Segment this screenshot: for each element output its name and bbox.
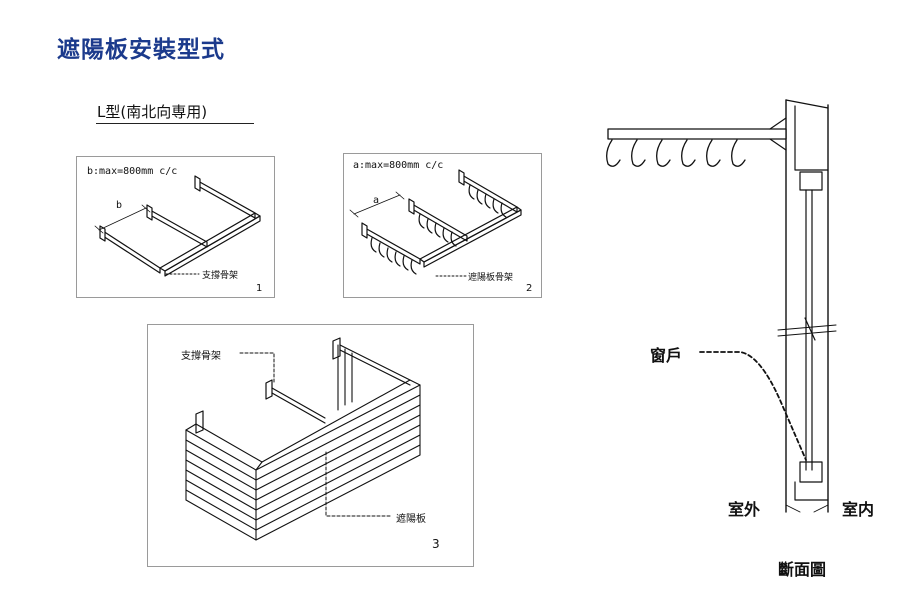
figure3-number: 3 (432, 537, 440, 551)
figure2-spec: a:max=800mm c/c (353, 160, 444, 171)
figure3-assembly (185, 337, 421, 541)
figure2-callout: 遮陽板骨架 (468, 273, 514, 283)
section-caption: 斷面圖 (778, 560, 827, 579)
subtitle-underline (96, 123, 254, 124)
figure2-dim-label: a (373, 195, 380, 206)
subtitle: L型(南北向専用) (97, 103, 208, 121)
figure2-panel (343, 153, 542, 298)
outside-label: 室外 (728, 500, 761, 519)
section-view (606, 99, 837, 513)
figure1-frame (94, 175, 261, 277)
figure1-dim-label: b (116, 200, 123, 211)
window-label: 窗戶 (650, 346, 683, 365)
figure1-spec: b:max=800mm c/c (87, 166, 178, 177)
inside-label: 室内 (842, 500, 875, 519)
figure3-callout-bottom: 遮陽板 (396, 514, 426, 525)
figure3-callout-top: 支撐骨架 (181, 351, 221, 362)
page-title: 遮陽板安裝型式 (57, 37, 225, 63)
figure2-frame (349, 169, 522, 277)
figure1-number: 1 (256, 283, 263, 294)
figure1-callout: 支撐骨架 (202, 271, 239, 281)
figure2-number: 2 (526, 283, 533, 294)
